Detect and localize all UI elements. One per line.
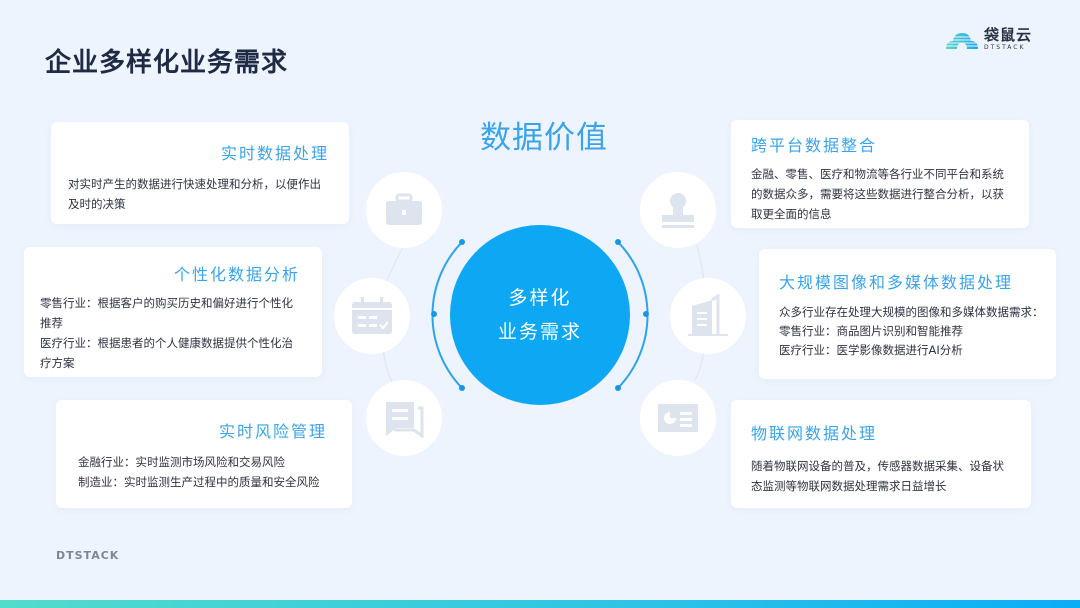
stamp-icon [662,193,694,228]
card-title: 大规模图像和多媒体数据处理 [779,273,1014,292]
center-circle: 多样化 业务需求 [450,225,630,405]
center-circle-line2: 业务需求 [497,321,582,343]
card-body: 金融行业：实时监测市场风险和交易风险 制造业：实时监测生产过程中的质量和安全风险 [78,452,327,492]
card-multimedia-processing: 大规模图像和多媒体数据处理 众多行业存在处理大规模的图像和多媒体数据需求： 零售… [759,249,1056,379]
card-line: 制造业：实时监测生产过程中的质量和安全风险 [78,475,320,489]
card-risk-management: 实时风险管理 金融行业：实时监测市场风险和交易风险 制造业：实时监测生产过程中的… [56,400,352,508]
card-line: 医疗行业：根据患者的个人健康数据提供个性化治疗方案 [40,336,293,370]
card-title: 个性化数据分析 [173,265,300,284]
card-line: 对实时产生的数据进行快速处理和分析，以便作出及时的决策 [68,177,321,211]
card-personalized-analysis: 个性化数据分析 零售行业：根据客户的购买历史和偏好进行个性化推荐 医疗行业：根据… [24,247,322,377]
calendar-bubble [334,278,410,354]
card-body: 金融、零售、医疗和物流等各行业不同平台和系统的数据众多，需要将这些数据进行整合分… [751,164,1011,224]
calendar-icon [352,297,392,334]
card-line: 随着物联网设备的普及，传感器数据采集、设备状态监测等物联网数据处理需求日益增长 [751,459,1004,493]
cloud-logo-icon [944,32,980,49]
card-line: 金融行业：实时监测市场风险和交易风险 [78,455,285,469]
briefcase-bubble [366,172,442,248]
card-line: 零售行业：商品图片识别和智能推荐 [779,324,963,338]
card-body: 随着物联网设备的普及，传感器数据采集、设备状态监测等物联网数据处理需求日益增长 [751,456,1009,496]
briefcase-icon [386,193,422,225]
report-card-icon [658,404,698,432]
page-title: 企业多样化业务需求 [45,48,289,78]
card-title: 实时数据处理 [220,144,329,163]
logo-en-text: DTSTACK [984,44,1026,51]
card-body: 众多行业存在处理大规模的图像和多媒体数据需求： 零售行业：商品图片识别和智能推荐… [779,303,1044,360]
brand-logo: 袋鼠云 DTSTACK [944,28,1032,51]
card-line: 众多行业存在处理大规模的图像和多媒体数据需求： [779,305,1044,319]
stamp-bubble [640,172,716,248]
footer-brand: DTSTACK [56,549,120,562]
report-card-bubble [640,380,716,456]
logo-cn-text: 袋鼠云 [984,26,1033,44]
building-bubble [670,278,746,354]
building-icon [688,294,728,336]
card-realtime-processing: 实时数据处理 对实时产生的数据进行快速处理和分析，以便作出及时的决策 [51,122,349,224]
chat-bubble [366,380,442,456]
card-line: 医疗行业：医学影像数据进行AI分析 [779,343,963,357]
center-circle-line1: 多样化 [508,287,572,309]
card-title: 实时风险管理 [218,422,327,441]
card-line: 零售行业：根据客户的购买历史和偏好进行个性化推荐 [40,296,293,330]
card-body: 零售行业：根据客户的购买历史和偏好进行个性化推荐 医疗行业：根据患者的个人健康数… [40,293,300,373]
chat-icon [386,402,424,438]
card-title: 物联网数据处理 [751,424,878,443]
center-label: 数据价值 [480,120,608,156]
card-iot-processing: 物联网数据处理 随着物联网设备的普及，传感器数据采集、设备状态监测等物联网数据处… [731,400,1031,508]
bottom-accent-bar [0,600,1080,608]
card-title: 跨平台数据整合 [751,136,878,155]
card-body: 对实时产生的数据进行快速处理和分析，以便作出及时的决策 [68,174,329,214]
card-line: 金融、零售、医疗和物流等各行业不同平台和系统的数据众多，需要将这些数据进行整合分… [751,167,1004,221]
card-cross-platform-integration: 跨平台数据整合 金融、零售、医疗和物流等各行业不同平台和系统的数据众多，需要将这… [731,120,1029,228]
